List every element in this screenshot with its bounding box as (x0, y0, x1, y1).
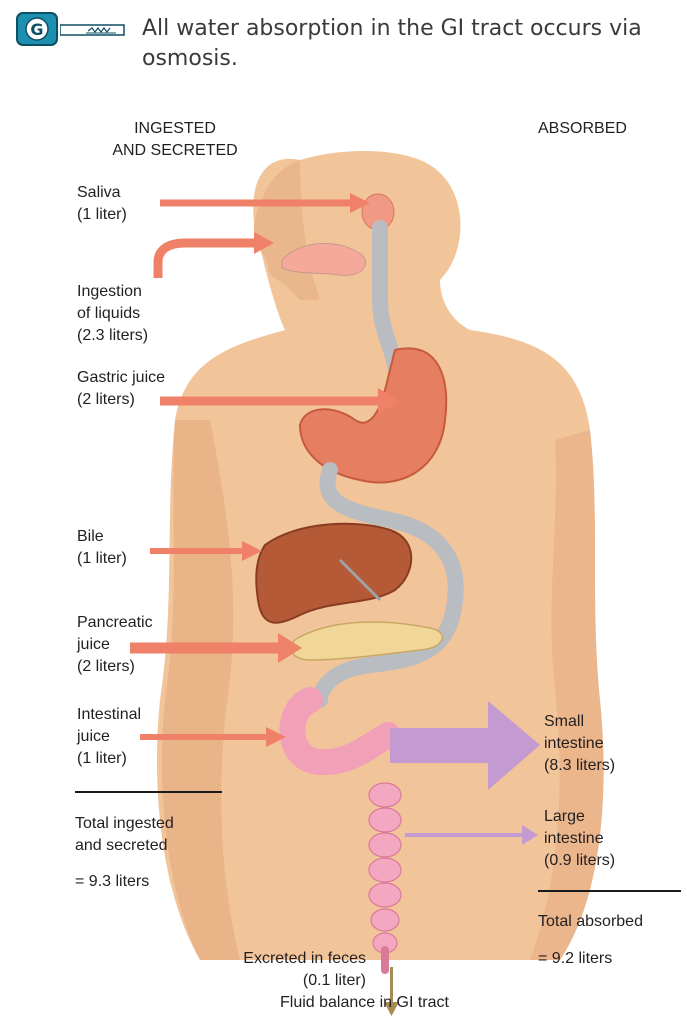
large-intestine-arrow-shaft (405, 833, 525, 837)
label-saliva: Saliva (1 liter) (77, 182, 127, 226)
value-total-absorbed: = 9.2 liters (538, 948, 612, 970)
label-liquids: Ingestion of liquids (2.3 liters) (77, 281, 148, 347)
liquids-arrow (158, 243, 258, 278)
figure-caption: Fluid balance in GI tract (280, 992, 449, 1014)
label-intestinal: Intestinal juice (1 liter) (77, 704, 141, 770)
label-total-absorbed: Total absorbed (538, 911, 643, 933)
label-total-ingested: Total ingested and secreted (75, 813, 174, 857)
absorbed-total-rule (538, 890, 681, 892)
label-large-intestine: Large intestine (0.9 liters) (544, 806, 615, 872)
label-gastric: Gastric juice (2 liters) (77, 367, 165, 411)
heading-absorbed: ABSORBED (538, 118, 627, 140)
label-bile: Bile (1 liter) (77, 526, 127, 570)
heading-ingested: INGESTED AND SECRETED (90, 118, 260, 162)
ingested-total-rule (75, 791, 222, 793)
label-small-intestine: Small intestine (8.3 liters) (544, 711, 615, 777)
label-pancreatic: Pancreatic juice (2 liters) (77, 612, 153, 678)
label-excreted: Excreted in feces (0.1 liter) (190, 948, 366, 992)
value-total-ingested: = 9.3 liters (75, 871, 149, 893)
